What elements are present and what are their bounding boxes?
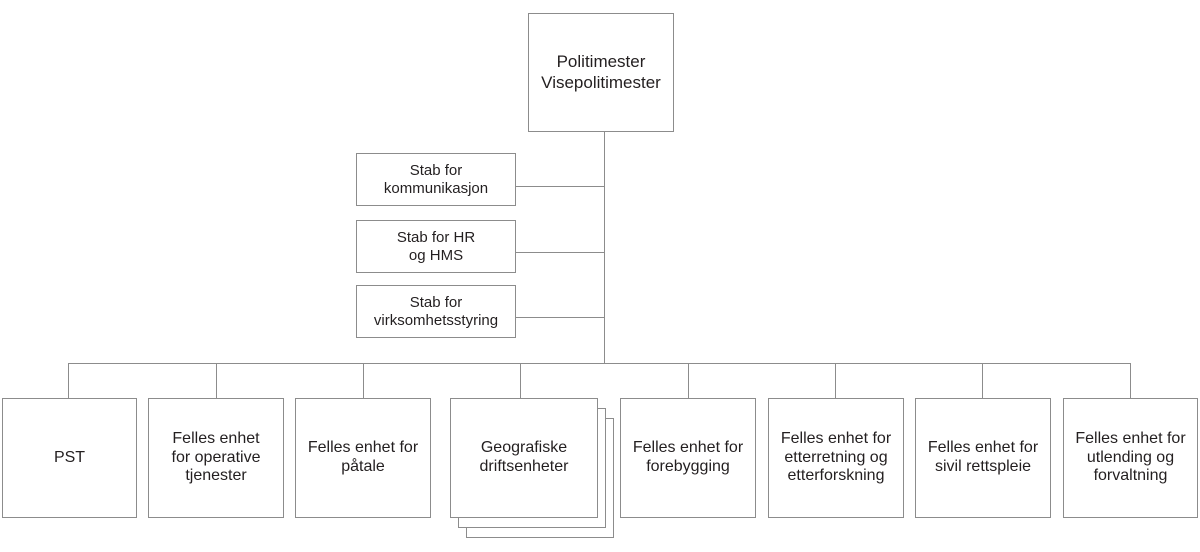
node-stab-hr-hms[interactable]: Stab for HR og HMS [356,220,516,273]
connector-staff-3 [516,317,605,318]
node-label: Stab for HR og HMS [396,228,476,264]
connector-drop-5 [688,363,689,398]
node-label: Felles enhet for sivil rettspleie [927,439,1039,475]
node-label: Felles enhet for utlending og forvaltnin… [1075,429,1186,485]
node-patale[interactable]: Felles enhet for påtale [295,398,431,518]
node-label: PST [53,448,86,466]
node-pst[interactable]: PST [2,398,137,518]
node-label: Felles enhet for etterretning og etterfo… [780,429,892,485]
node-operative-tjenester[interactable]: Felles enhet for operative tjenester [148,398,284,518]
node-geografiske-driftsenheter[interactable]: Geografiske driftsenheter [450,398,598,518]
node-label: Felles enhet for påtale [307,439,419,475]
node-politimester[interactable]: Politimester Visepolitimester [528,13,674,132]
node-label: Geografiske driftsenheter [479,439,569,475]
node-stab-virksomhetsstyring[interactable]: Stab for virksomhetsstyring [356,285,516,338]
node-stab-kommunikasjon[interactable]: Stab for kommunikasjon [356,153,516,206]
node-label: Politimester Visepolitimester [541,52,661,92]
connector-drop-3 [363,363,364,398]
node-label: Stab for kommunikasjon [383,161,489,197]
connector-drop-4 [520,363,521,398]
connector-drop-2 [216,363,217,398]
connector-drop-8 [1130,363,1131,398]
node-etterretning-etterforskning[interactable]: Felles enhet for etterretning og etterfo… [768,398,904,518]
connector-drop-1 [68,363,69,398]
node-utlending-forvaltning[interactable]: Felles enhet for utlending og forvaltnin… [1063,398,1198,518]
node-sivil-rettspleie[interactable]: Felles enhet for sivil rettspleie [915,398,1051,518]
connector-drop-7 [982,363,983,398]
node-label: Felles enhet for operative tjenester [171,429,261,485]
node-label: Felles enhet for forebygging [632,439,744,475]
connector-bus [68,363,1131,364]
connector-staff-2 [516,252,605,253]
node-label: Stab for virksomhetsstyring [373,293,499,329]
connector-staff-1 [516,186,605,187]
connector-spine-main [604,132,605,364]
node-forebygging[interactable]: Felles enhet for forebygging [620,398,756,518]
connector-drop-6 [835,363,836,398]
